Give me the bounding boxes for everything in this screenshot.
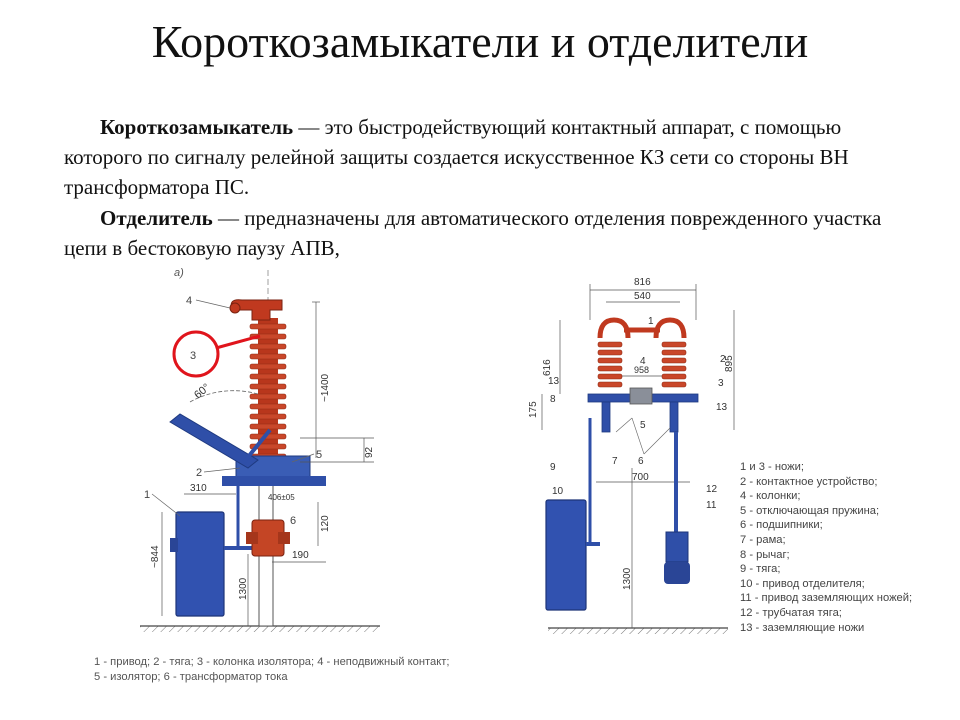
- callout-r9: 9: [550, 462, 556, 473]
- dim-190: 190: [292, 550, 309, 561]
- legend-item: 5 - отключающая пружина;: [740, 504, 880, 517]
- insulator-column: [249, 318, 287, 478]
- grounding-blade: [169, 413, 259, 469]
- definition-shorting-switch-text: — это быстродействующий контактный аппар…: [64, 115, 849, 199]
- dim-92: 92: [364, 446, 375, 458]
- dim-540: 540: [634, 291, 651, 302]
- ground-hatch-right: [548, 628, 728, 634]
- callout-4: 4: [186, 295, 192, 307]
- legend-item: 9 - тяга;: [740, 563, 781, 576]
- definition-disconnector: Отделитель — предназначены для автоматич…: [64, 203, 914, 263]
- legend-item: 11 - привод заземляющих ножей;: [740, 592, 913, 605]
- fig-label-a: а): [174, 267, 184, 279]
- insulator-columns: [597, 341, 687, 388]
- callout-r1: 1: [648, 316, 654, 327]
- callout-r10: 10: [552, 486, 564, 497]
- dim-958: 958: [634, 365, 649, 375]
- callout-r13b: 13: [716, 402, 728, 413]
- disconnector-drive: [545, 499, 600, 611]
- callout-r2: 2: [720, 354, 726, 365]
- dim-700: 700: [632, 472, 649, 483]
- term-shorting-switch: Короткозамыкатель: [100, 115, 294, 139]
- callout-r3: 3: [718, 378, 724, 389]
- drive-box: [170, 486, 260, 617]
- dim-height-insulator: ~1400: [320, 373, 331, 402]
- term-disconnector: Отделитель: [100, 206, 213, 230]
- callout-r4: 4: [640, 356, 646, 367]
- callout-r6: 6: [638, 456, 644, 467]
- contact-knives: [597, 317, 687, 339]
- dim-1300: 1300: [238, 577, 249, 600]
- callout-2: 2: [196, 467, 202, 479]
- legend-item: 7 - рама;: [740, 533, 786, 546]
- dim-310: 310: [190, 483, 207, 494]
- disconnector-drawing: 816 540 616 958 175 700 895 1300 1 2: [528, 277, 735, 634]
- fixed-contact: [229, 299, 283, 321]
- dim-816: 816: [634, 277, 651, 288]
- dim-616: 616: [542, 359, 553, 376]
- legend-item: 13 - заземляющие ножи: [740, 621, 865, 634]
- legend-item: 6 - подшипники;: [740, 519, 823, 532]
- dim-844: ~844: [150, 545, 161, 568]
- legend-item: 2 - контактное устройство;: [740, 475, 878, 488]
- disconnector-legend: 1 и 3 - ножи; 2 - контактное устройство;…: [740, 460, 912, 635]
- callout-r13a: 13: [548, 376, 560, 387]
- legend-item: 12 - трубчатая тяга;: [740, 606, 842, 619]
- grounding-drive: [664, 531, 690, 584]
- callout-r5: 5: [640, 420, 646, 431]
- legend-item: 10 - привод отделителя;: [740, 577, 865, 590]
- dim-895: 895: [724, 355, 735, 372]
- callout-5: 5: [316, 449, 322, 461]
- definition-shorting-switch: Короткозамыкатель — это быстродействующи…: [64, 112, 914, 202]
- callout-r12: 12: [706, 484, 718, 495]
- shorting-switch-drawing: 60° а) 4 3 2 1 5 6 ~1400 92 310 406±05 1: [140, 267, 380, 632]
- callout-6: 6: [290, 515, 296, 527]
- callout-1: 1: [144, 489, 150, 501]
- dim-120: 120: [320, 515, 331, 532]
- callout-r11: 11: [706, 500, 717, 511]
- ground-hatch: [140, 626, 380, 632]
- callout-circle: [172, 330, 220, 378]
- dim-1300-right: 1300: [622, 567, 633, 590]
- slide-title: Короткозамыкатели и отделители: [151, 16, 809, 67]
- legend-item: 4 - колонки;: [740, 490, 801, 503]
- legend-item: 1 и 3 - ножи;: [740, 461, 804, 473]
- current-transformer: [246, 519, 290, 557]
- frame: [587, 387, 699, 433]
- dim-angle: 60°: [192, 382, 212, 402]
- shorting-switch-caption: 1 - привод; 2 - тяга; 3 - колонка изолят…: [94, 656, 450, 683]
- callout-r8: 8: [550, 394, 556, 405]
- callout-r7: 7: [612, 456, 618, 467]
- dim-175: 175: [528, 401, 539, 418]
- callout-3: 3: [190, 350, 196, 362]
- legend-item: 8 - рычаг;: [740, 548, 790, 561]
- dim-406: 406±05: [268, 493, 295, 502]
- definition-disconnector-text: — предназначены для автоматического отде…: [64, 206, 882, 260]
